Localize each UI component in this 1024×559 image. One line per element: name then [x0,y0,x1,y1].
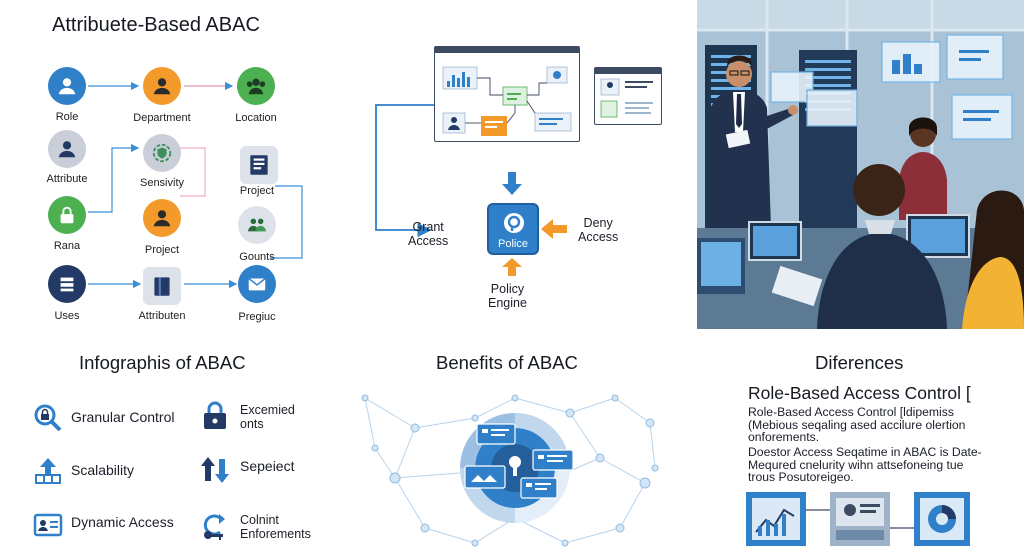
benefit-sepeiect: Sepeiect [240,458,295,474]
key-arrow-icon [199,511,231,543]
differences-paragraph-1: Role-Based Access Control [ldipemiss (Me… [748,405,966,444]
dashboard-window [434,46,580,142]
office-scene-illustration [697,0,1024,329]
uses-node [48,265,86,303]
side-window-titlebar [595,68,661,74]
benefits-network-graphic [361,394,659,547]
policy-badge-icon [504,213,524,233]
uses-label: Uses [54,310,80,322]
swap-arrows-icon [199,454,231,486]
department-label: Department [133,112,191,124]
role-label: Role [55,111,79,123]
policy-engine-box: Police [487,203,539,255]
lock-icon [199,400,231,432]
policy-engine-label: Policy Engine [488,282,527,310]
document-stack-icon [250,155,268,175]
envelope-icon [248,277,266,291]
benefit-colnint-enforements: Colnint Enforements [240,513,311,541]
rana-node [48,196,86,234]
project-right-node [240,146,278,184]
pregiuc-label: Pregiuc [238,311,276,323]
search-lock-icon [32,402,64,434]
scale-up-icon [32,455,64,487]
pregiuc-node [238,265,276,303]
benefit-granular-control: Granular Control [71,409,175,425]
attribute-label: Attribute [46,173,88,185]
diagram-connectors [88,81,303,289]
differences-comparison-graphic [746,492,970,546]
rana-label: Rana [53,240,81,252]
role-node [48,67,86,105]
project-right-label: Project [239,185,275,197]
person-icon [153,78,171,95]
location-node [237,67,275,105]
side-window-content [600,78,653,118]
sensitivity-label: Sensivity [139,177,185,189]
person-icon [153,210,171,227]
infographics-title: Infographis of ABAC [79,352,246,373]
group-icon [246,78,266,95]
attributen-node [143,267,181,305]
gounts-node [238,206,276,244]
lock-icon [60,206,74,224]
benefit-dynamic-access: Dynamic Access [71,514,174,530]
attribute-node [48,130,86,168]
attributen-label: Attributen [138,310,186,322]
sensitivity-node [143,134,181,172]
policy-engine-box-label: Police [498,238,528,250]
benefits-title: Benefits of ABAC [436,352,578,373]
location-label: Location [235,112,277,124]
policy-flow-lines [375,104,434,238]
arrow-up-icon [502,258,522,276]
grant-access-label: Grant Access [408,220,449,248]
differences-title: Diferences [815,352,904,373]
user-dark-icon [58,141,76,158]
gounts-label: Gounts [239,251,275,263]
user-icon [58,78,76,95]
diagram-title: Attribuete-Based ABAC [52,14,260,36]
benefit-scalability: Scalability [71,462,135,478]
deny-access-label: Deny Access [578,216,619,244]
book-icon [154,277,170,296]
department-node [143,67,181,105]
dashboard-content [442,66,572,136]
project-center-label: Project [144,244,180,256]
side-window [594,67,662,125]
differences-heading: Role-Based Access Control [ [748,383,971,403]
differences-paragraph-2: Doestor Access Seqatime in ABAC is Date-… [748,445,982,484]
benefit-excemied-onts: Excemied onts [240,403,295,431]
arrow-left-icon [541,219,567,239]
window-titlebar [435,47,579,53]
team-icon [247,218,267,232]
project-center-node [143,199,181,237]
office-scene-art [697,0,1024,329]
server-icon [60,277,74,292]
arrow-down-icon [502,172,522,195]
id-card-icon [32,508,64,540]
shield-cycle-icon [152,143,172,163]
